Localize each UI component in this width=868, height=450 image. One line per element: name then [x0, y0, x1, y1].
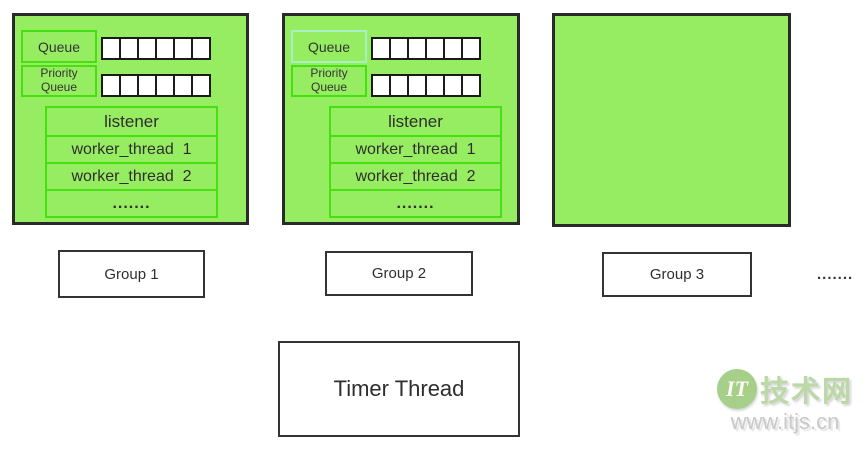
timer-thread-box: Timer Thread: [278, 341, 520, 437]
group-2-listener-table: listener worker_thread 1 worker_thread 2…: [329, 106, 502, 218]
group-3-label-box: Group 3: [602, 252, 752, 297]
queue-cell: [119, 74, 139, 97]
more-groups-ellipsis: .......: [817, 266, 854, 283]
queue-cell: [173, 74, 193, 97]
group-2-priority-queue-label: Priority Queue: [291, 65, 367, 97]
group-2-queue-cells: [371, 37, 481, 60]
watermark-url: www.itjs.cn: [730, 409, 840, 434]
queue-cell: [191, 37, 211, 60]
queue-cell: [443, 74, 463, 97]
group-2-queue-label: Queue: [291, 30, 367, 63]
queue-cell: [173, 37, 193, 60]
worker-thread-row: worker_thread 2: [47, 162, 216, 189]
queue-cell: [191, 74, 211, 97]
group-1-listener-table: listener worker_thread 1 worker_thread 2…: [45, 106, 218, 218]
watermark-logo-row: IT 技术网: [702, 368, 868, 410]
worker-thread-row: worker_thread 2: [331, 162, 500, 189]
group-1-priority-queue-label: Priority Queue: [21, 65, 97, 97]
queue-cell: [371, 37, 391, 60]
group-2-priority-queue-cells: [371, 74, 481, 97]
queue-cell: [371, 74, 391, 97]
queue-cell: [407, 74, 427, 97]
queue-cell: [461, 74, 481, 97]
queue-cell: [425, 74, 445, 97]
group-1-priority-queue-cells: [101, 74, 211, 97]
watermark: IT 技术网 www.itjs.cn: [702, 368, 868, 435]
group-1-queue-label: Queue: [21, 30, 97, 63]
queue-cell: [137, 37, 157, 60]
queue-cell: [443, 37, 463, 60]
itjs-logo-icon: IT: [716, 369, 757, 409]
queue-cell: [461, 37, 481, 60]
queue-cell: [407, 37, 427, 60]
group-3-panel: [552, 13, 791, 227]
queue-cell: [101, 37, 121, 60]
queue-cell: [137, 74, 157, 97]
queue-cell: [119, 37, 139, 60]
more-threads-ellipsis: .......: [331, 189, 500, 216]
worker-thread-row: worker_thread 1: [47, 135, 216, 162]
worker-thread-row: worker_thread 1: [331, 135, 500, 162]
listener-row: listener: [388, 112, 443, 131]
queue-cell: [389, 74, 409, 97]
queue-cell: [155, 74, 175, 97]
group-1-queue-cells: [101, 37, 211, 60]
queue-cell: [389, 37, 409, 60]
queue-cell: [425, 37, 445, 60]
group-1-panel: Queue Priority Queue listener worker_thr…: [12, 13, 249, 225]
queue-cell: [155, 37, 175, 60]
listener-row: listener: [104, 112, 159, 131]
queue-cell: [101, 74, 121, 97]
more-threads-ellipsis: .......: [47, 189, 216, 216]
group-2-label-box: Group 2: [325, 251, 473, 296]
group-1-label-box: Group 1: [58, 250, 205, 298]
group-2-panel: Queue Priority Queue listener worker_thr…: [282, 13, 520, 225]
watermark-site-name: 技术网: [759, 376, 853, 408]
